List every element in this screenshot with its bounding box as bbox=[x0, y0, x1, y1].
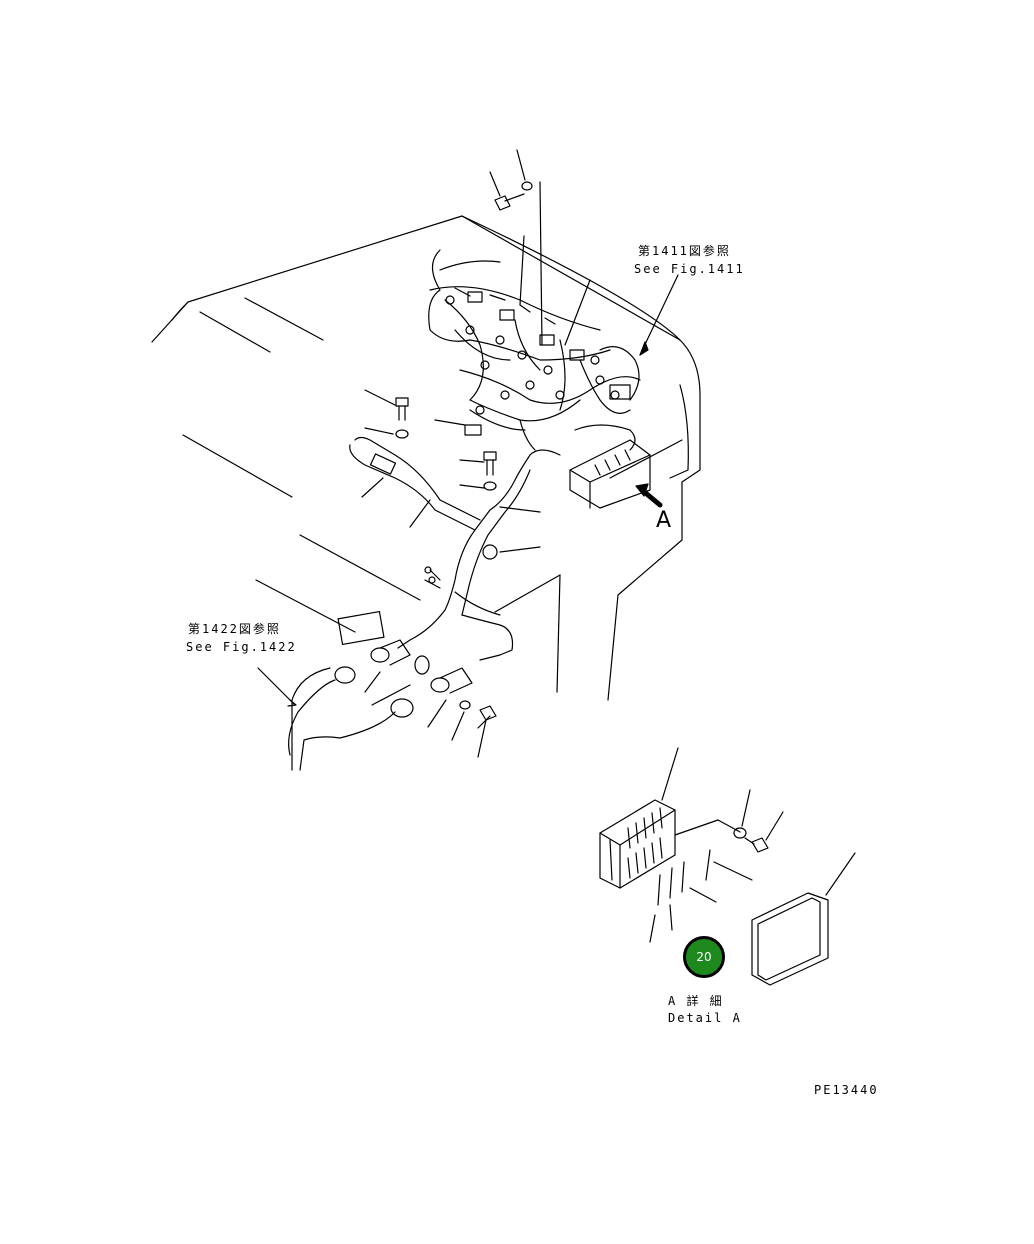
fig-1411-reference-en[interactable]: See Fig.1411 bbox=[634, 262, 745, 276]
part-callout-20[interactable]: 20 bbox=[683, 936, 725, 978]
detail-a-fusebox bbox=[599, 747, 856, 986]
fig-1411-reference-jp: 第1411図参照 bbox=[638, 244, 731, 258]
drawing-code: PE13440 bbox=[814, 1083, 879, 1097]
view-arrow bbox=[635, 483, 663, 508]
lower-connectors bbox=[337, 610, 497, 729]
detail-a-title-jp: A 詳 細 bbox=[668, 994, 724, 1008]
fig-1422-reference-jp: 第1422図参照 bbox=[188, 622, 281, 636]
fig-1422-reference-en[interactable]: See Fig.1422 bbox=[186, 640, 297, 654]
harness-branch bbox=[349, 436, 531, 661]
connector-block bbox=[514, 424, 651, 509]
harness-cluster bbox=[428, 249, 641, 451]
left-harness bbox=[257, 666, 414, 771]
fasteners bbox=[361, 149, 679, 758]
view-a-marker: A bbox=[656, 508, 672, 533]
detail-a-title-en: Detail A bbox=[668, 1011, 742, 1025]
housing-outline bbox=[151, 215, 701, 701]
